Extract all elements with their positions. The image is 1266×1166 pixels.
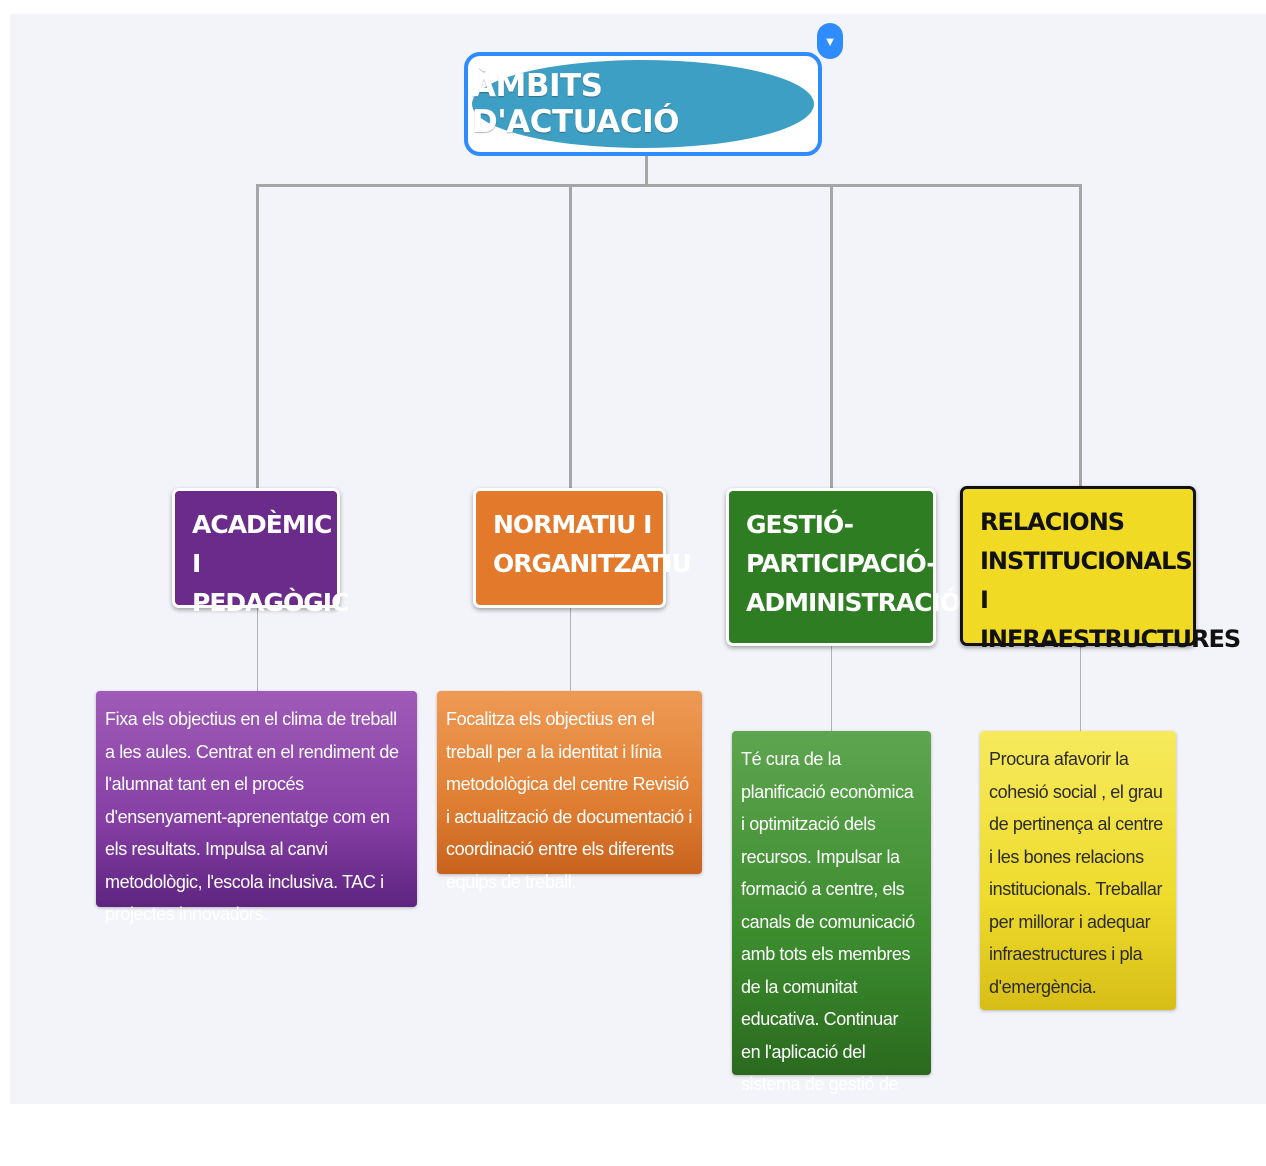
note-academic-pedagogic[interactable]: Fixa els objectius en el clima de trebal… [96, 691, 417, 924]
central-topic[interactable]: ÀMBITS D'ACTUACIÓ [464, 52, 822, 156]
topic-institutional-relations[interactable]: RELACIONS INSTITUCIONALS I INFRAESTRUCTU… [960, 486, 1241, 653]
connector-note-academic [257, 606, 258, 692]
topic-academic-pedagogic[interactable]: ACADÈMIC I PEDAGÒGIC [172, 488, 349, 617]
topic-management-participation[interactable]: GESTIÓ- PARTICIPACIÓ- ADMINISTRACIÓ [726, 488, 961, 646]
connector-horizontal-bar [256, 184, 1082, 187]
note-management-participation[interactable]: Té cura de la planificació econòmica i o… [732, 731, 931, 1159]
connector-branch-management [830, 184, 833, 490]
note-normative-organizational[interactable]: Focalitza els objectius en el treball pe… [437, 691, 702, 892]
chevron-down-icon: ▼ [823, 33, 837, 49]
topic-normative-organizational[interactable]: NORMATIU I ORGANITZATIU [473, 488, 692, 608]
connector-note-management [831, 644, 832, 732]
connector-note-relations [1080, 644, 1081, 732]
central-topic-ellipse: ÀMBITS D'ACTUACIÓ [472, 60, 814, 148]
collapse-toggle-button[interactable]: ▼ [817, 23, 843, 59]
central-topic-title: ÀMBITS D'ACTUACIÓ [472, 68, 679, 140]
connector-note-normative [570, 606, 571, 692]
connector-root-stem [645, 154, 648, 186]
note-institutional-relations[interactable]: Procura afavorir la cohesió social , el … [980, 731, 1176, 1010]
connector-branch-academic [256, 184, 259, 490]
connector-branch-relations [1079, 184, 1082, 488]
connector-branch-normative [569, 184, 572, 490]
